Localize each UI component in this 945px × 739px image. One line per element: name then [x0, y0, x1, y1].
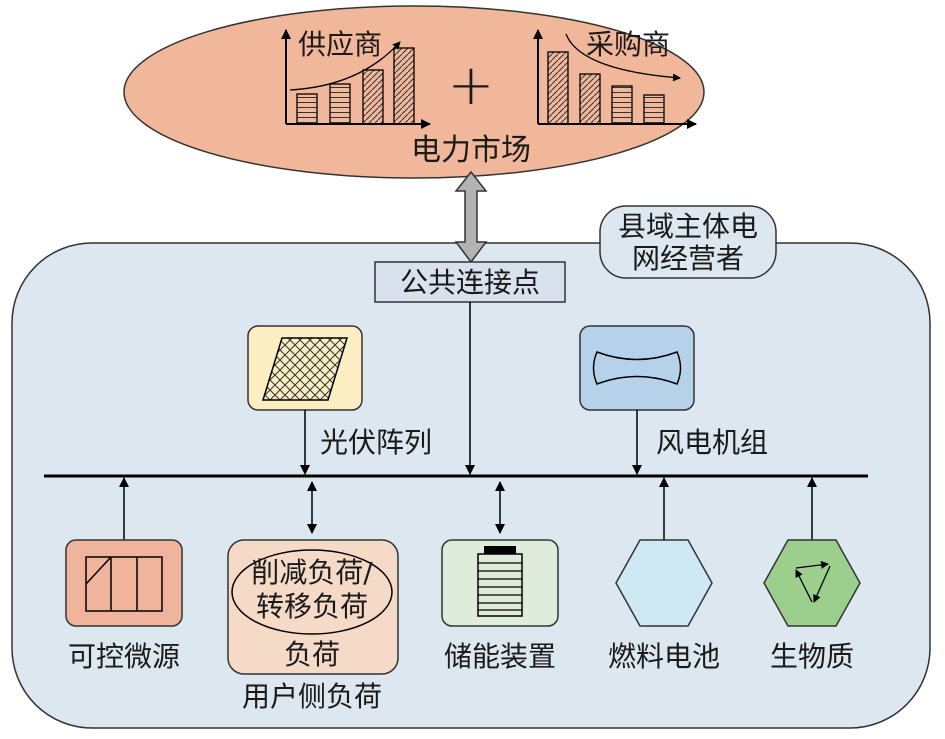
pv-label: 光伏阵列 [320, 426, 432, 459]
supplier-bar [329, 83, 351, 125]
battery-icon [477, 553, 523, 617]
fuel-cell-hexagon [615, 539, 713, 627]
biomass-hexagon [763, 539, 861, 627]
load-ellipse-line2: 转移负荷 [256, 590, 368, 623]
wind-blade-icon [592, 351, 682, 385]
supplier-chart: 供应商 [281, 28, 431, 129]
pcc-box [374, 261, 566, 303]
plus-symbol: + [448, 53, 495, 118]
fuel-cell: 燃料电池 [608, 477, 720, 673]
buyer-bar [547, 51, 569, 125]
micro-source: 可控微源 [65, 477, 183, 673]
operator-box [599, 205, 777, 279]
buyer-bar [643, 94, 665, 125]
user-load: 削减负荷/ 转移负荷 负荷 用户侧负荷 [227, 481, 399, 713]
pcc-node: 公共连接点 [374, 261, 566, 303]
supplier-bar [362, 69, 384, 125]
storage-label: 储能装置 [444, 640, 556, 673]
supplier-trend-curve [289, 41, 401, 91]
operator-badge: 县域主体电 网经营者 [599, 205, 777, 279]
buyer-chart: 采购商 [533, 28, 697, 129]
energy-storage: 储能装置 [441, 481, 559, 673]
load-ellipse [231, 549, 393, 635]
micro-diagonal [85, 556, 112, 585]
bio-cycle-arrow [795, 569, 813, 603]
biomass: 生物质 [763, 477, 861, 673]
pv-panel-icon [261, 337, 349, 401]
bio-cycle-arrow [795, 560, 829, 569]
pcc-label: 公共连接点 [400, 266, 540, 299]
buyer-label: 采购商 [586, 28, 670, 61]
operator-line1: 县域主体电 [618, 210, 758, 243]
load-box [227, 539, 399, 675]
load-ellipse-line1: 削减负荷/ [251, 556, 373, 589]
electricity-market: 供应商 + 采购商 电力市场 [123, 5, 705, 179]
supplier-bar [393, 47, 415, 125]
battery-terminal [484, 546, 516, 554]
load-label: 用户侧负荷 [242, 680, 382, 713]
micro-label: 可控微源 [68, 640, 180, 673]
buyer-bar [611, 85, 633, 125]
buyer-bar [579, 73, 601, 125]
micro-box [65, 539, 183, 627]
fuel-label: 燃料电池 [608, 640, 720, 673]
market-label: 电力市场 [411, 133, 531, 168]
operator-line2: 网经营者 [632, 242, 744, 275]
buyer-trend-curve [565, 33, 681, 82]
bio-cycle-arrow [813, 565, 831, 603]
bio-label: 生物质 [770, 640, 854, 673]
wind-label: 风电机组 [656, 426, 768, 459]
pv-array: 光伏阵列 [247, 325, 432, 475]
market-exchange-arrow [454, 170, 488, 264]
storage-box [441, 539, 559, 627]
supplier-bar [296, 93, 318, 125]
wind-turbine: 风电机组 [579, 325, 768, 475]
load-inner-label: 负荷 [284, 638, 340, 671]
supplier-label: 供应商 [298, 28, 382, 61]
